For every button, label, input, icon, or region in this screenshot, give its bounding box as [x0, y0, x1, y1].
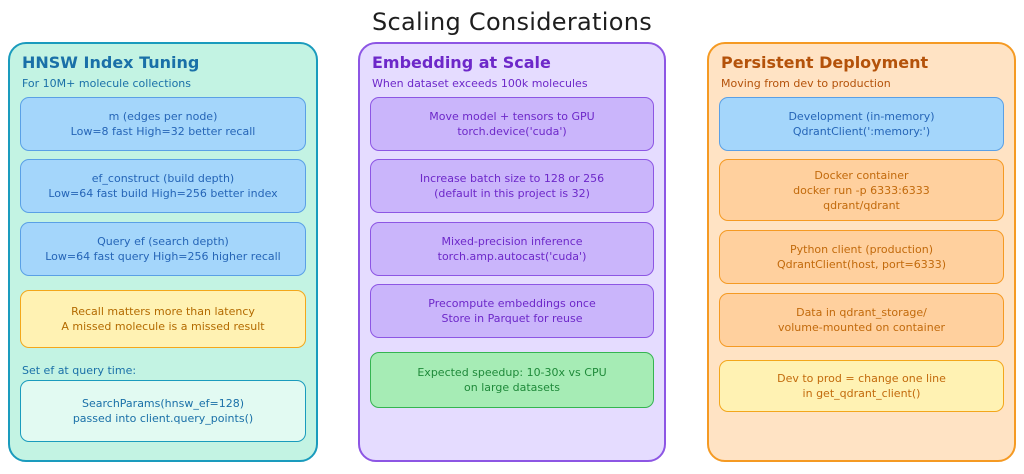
box-search-params: SearchParams(hnsw_ef=128) passed into cl… [20, 380, 306, 442]
diagram-title: Scaling Considerations [371, 8, 653, 36]
column-header: Persistent Deployment Moving from dev to… [721, 53, 928, 90]
box-line: Move model + tensors to GPU [429, 110, 595, 123]
box-line: Mixed-precision inference [441, 235, 583, 248]
box-query-ef: Query ef (search depth) Low=64 fast quer… [20, 222, 306, 276]
box-line: on large datasets [464, 381, 560, 394]
column-persistent-deployment: Persistent Deployment Moving from dev to… [707, 42, 1016, 462]
column-header: HNSW Index Tuning For 10M+ molecule coll… [22, 53, 199, 90]
box-line: Expected speedup: 10-30x vs CPU [417, 366, 607, 379]
box-m-edges: m (edges per node) Low=8 fast High=32 be… [20, 97, 306, 151]
section-label: Set ef at query time: [22, 364, 137, 377]
box-line: docker run -p 6333:6333 [793, 183, 930, 197]
box-line: Dev to prod = change one line [777, 372, 946, 385]
box-line: torch.device('cuda') [457, 125, 567, 138]
box-recall-note: Recall matters more than latency A misse… [20, 290, 306, 348]
box-python-client: Python client (production) QdrantClient(… [719, 230, 1004, 284]
box-line: QdrantClient(':memory:') [792, 125, 931, 138]
box-line: (default in this project is 32) [434, 187, 590, 200]
box-line: QdrantClient(host, port=6333) [776, 258, 947, 271]
box-line: volume-mounted on container [778, 321, 945, 334]
box-precompute: Precompute embeddings once Store in Parq… [370, 284, 654, 338]
column-subtitle: Moving from dev to production [721, 77, 891, 90]
column-subtitle: When dataset exceeds 100k molecules [372, 77, 588, 90]
column-subtitle: For 10M+ molecule collections [22, 77, 192, 90]
box-development: Development (in-memory) QdrantClient(':m… [719, 97, 1004, 151]
box-line: Low=8 fast High=32 better recall [70, 125, 256, 138]
column-header: Embedding at Scale When dataset exceeds … [372, 53, 588, 90]
box-line: Query ef (search depth) [97, 235, 229, 248]
column-title: Embedding at Scale [372, 53, 551, 72]
box-mixed-precision: Mixed-precision inference torch.amp.auto… [370, 222, 654, 276]
box-dev-to-prod: Dev to prod = change one line in get_qdr… [719, 360, 1004, 412]
box-gpu: Move model + tensors to GPU torch.device… [370, 97, 654, 151]
box-line: Development (in-memory) [788, 110, 935, 123]
box-line: Store in Parquet for reuse [441, 312, 583, 325]
box-expected-speedup: Expected speedup: 10-30x vs CPU on large… [370, 352, 654, 408]
box-line: Recall matters more than latency [71, 305, 255, 318]
column-embedding-at-scale: Embedding at Scale When dataset exceeds … [358, 42, 666, 462]
box-line: Low=64 fast query High=256 higher recall [45, 250, 281, 263]
box-line: A missed molecule is a missed result [61, 320, 265, 333]
box-line: torch.amp.autocast('cuda') [437, 250, 587, 263]
box-line: qdrant/qdrant [823, 198, 900, 212]
box-data-storage: Data in qdrant_storage/ volume-mounted o… [719, 293, 1004, 347]
column-hnsw-index-tuning: HNSW Index Tuning For 10M+ molecule coll… [8, 42, 318, 462]
column-title: Persistent Deployment [721, 53, 929, 72]
box-line: SearchParams(hnsw_ef=128) [82, 397, 244, 410]
box-ef-construct: ef_construct (build depth) Low=64 fast b… [20, 159, 306, 213]
box-line: Precompute embeddings once [428, 297, 596, 310]
box-line: m (edges per node) [108, 110, 218, 123]
box-line: Increase batch size to 128 or 256 [419, 172, 605, 185]
box-line: Low=64 fast build High=256 better index [48, 187, 278, 200]
box-line: passed into client.query_points() [72, 412, 254, 425]
box-line: Data in qdrant_storage/ [796, 306, 927, 319]
box-line: Python client (production) [790, 243, 933, 256]
box-batch-size: Increase batch size to 128 or 256 (defau… [370, 159, 654, 213]
box-line: ef_construct (build depth) [91, 172, 235, 185]
box-line: Docker container [814, 168, 909, 182]
box-line: in get_qdrant_client() [802, 387, 921, 400]
box-docker-container: Docker container docker run -p 6333:6333… [719, 159, 1004, 221]
column-title: HNSW Index Tuning [22, 53, 200, 72]
